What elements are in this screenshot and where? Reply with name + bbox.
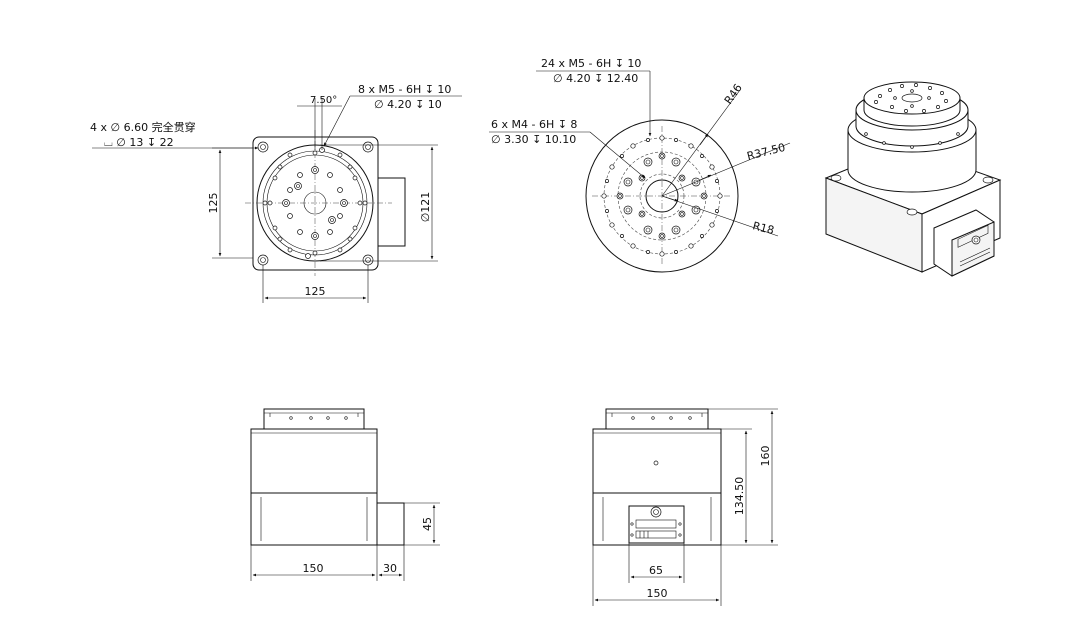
table-holes-mid (616, 152, 708, 240)
table-holes-outer (601, 135, 723, 257)
callout-6x-line1: 6 x M4 - 6H ↧ 8 (491, 118, 577, 131)
iso-table-holes (874, 83, 948, 113)
flange-bolt-holes (262, 150, 368, 256)
callout-24x-line1: 24 x M5 - 6H ↧ 10 (541, 57, 641, 70)
callout-thread-line2: ∅ 4.20 ↧ 10 (374, 98, 442, 111)
callout-mount-line1: 4 x ∅ 6.60 完全贯穿 (90, 120, 196, 134)
dim-side-134-50: 134.50 (733, 477, 746, 516)
corner-holes (257, 141, 374, 266)
top-hole-pattern (267, 147, 363, 259)
radius-r46: R46 (722, 82, 745, 107)
angle-label: 7.50° (310, 95, 337, 106)
connector-box (374, 177, 406, 247)
dim-side-160: 160 (759, 446, 772, 467)
dim-height-125: 125 (207, 193, 220, 214)
radius-r18: R18 (751, 219, 775, 237)
table-outer (585, 119, 739, 273)
dim-front-30: 30 (383, 562, 397, 575)
dim-side-65: 65 (649, 564, 663, 577)
callout-thread-line1: 8 x M5 - 6H ↧ 10 (358, 83, 451, 96)
dim-front-45: 45 (421, 517, 434, 531)
callout-6x-line2: ∅ 3.30 ↧ 10.10 (491, 133, 576, 146)
radius-r37-50: R37.50 (746, 141, 787, 163)
dim-side-150: 150 (647, 587, 668, 600)
front-view: 150 30 45 (250, 408, 440, 581)
dim-front-150: 150 (303, 562, 324, 575)
top-view: 4 x ∅ 6.60 完全贯穿 ⌴ ∅ 13 ↧ 22 8 x M5 - 6H … (90, 83, 462, 303)
base-square (252, 136, 379, 271)
callout-24x-line2: ∅ 4.20 ↧ 12.40 (553, 72, 638, 85)
table-view: 24 x M5 - 6H ↧ 10 ∅ 4.20 ↧ 12.40 6 x M4 … (489, 57, 791, 273)
isometric-view (824, 81, 1002, 277)
side-view: 160 134.50 65 150 (592, 408, 778, 606)
dim-diameter-121: ∅121 (419, 192, 432, 223)
callout-mount-line2: ⌴ ∅ 13 ↧ 22 (104, 136, 174, 149)
dim-width-125: 125 (305, 285, 326, 298)
